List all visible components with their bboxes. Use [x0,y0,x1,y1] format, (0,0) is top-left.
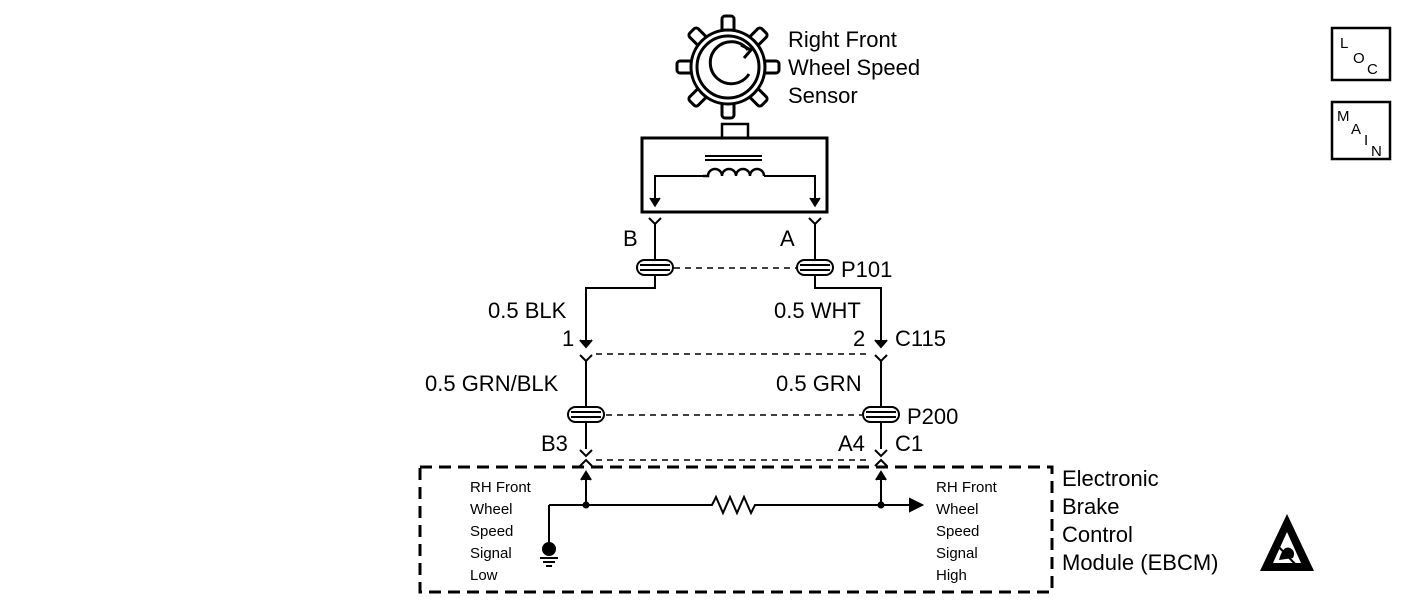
pin-label-c115-2: 2 [853,326,865,351]
ebcm-internal-circuit [548,470,925,545]
connector-label-p101: P101 [841,257,892,282]
main-button[interactable]: M A I N [1330,100,1392,161]
svg-text:A: A [1351,121,1361,138]
sensor-title: Right Front Wheel Speed Sensor [788,27,926,108]
junction-dot-high [877,501,885,509]
wire-label-blk: 0.5 BLK [488,298,567,323]
pin-label-c115-1: 1 [562,326,574,351]
terminal-b-label: B [623,226,638,251]
wires [585,224,882,449]
svg-text:I: I [1364,132,1368,149]
c115-pins [579,339,888,363]
wire-label-grn-blk: 0.5 GRN/BLK [425,371,559,396]
connector-label-c1: C1 [895,431,923,456]
sensor-body [640,122,829,214]
wire-label-wht: 0.5 WHT [774,298,861,323]
signal-high-label: RH Front Wheel Speed Signal High [936,479,1001,584]
connector-label-p200: P200 [907,404,958,429]
connector-label-c115: C115 [895,326,946,351]
c1-pins [579,449,888,467]
svg-text:L: L [1340,35,1348,52]
sensor-terminals [648,217,822,226]
ebcm-module-boundary [418,465,1054,594]
pin-label-b3: B3 [541,431,568,456]
svg-text:C: C [1367,61,1378,78]
svg-text:O: O [1353,50,1365,67]
esd-warning-icon [1260,514,1314,571]
splice-connectors [567,259,900,423]
connector-ties [596,267,871,461]
ebcm-module-name: Electronic Brake Control Module (EBCM) [1062,466,1218,575]
svg-text:M: M [1337,108,1350,125]
terminal-a-label: A [780,226,795,251]
pin-label-a4: A4 [838,431,865,456]
ground-icon [540,542,558,567]
tone-wheel-icon [675,14,781,120]
wire-label-grn: 0.5 GRN [776,371,862,396]
loc-button[interactable]: L O C [1330,26,1392,82]
signal-low-label: RH Front Wheel Speed Signal Low [470,479,535,584]
svg-text:N: N [1371,143,1382,160]
junction-dot-low [582,501,590,509]
